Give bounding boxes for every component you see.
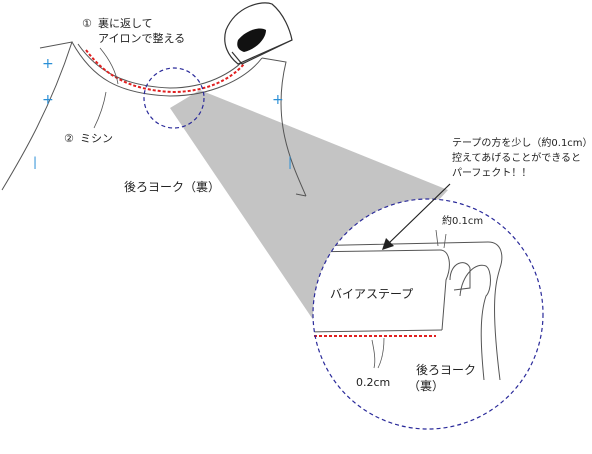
about-0.1cm-label: 約0.1cm: [442, 214, 483, 227]
zoom-projection: [170, 90, 448, 330]
garment-neckline-outer: [71, 41, 263, 97]
bias-tape-loop: [449, 262, 471, 291]
bias-tape-fold: [439, 249, 450, 331]
iron-icon: [224, 2, 293, 65]
detail-circle-large: [312, 198, 544, 430]
plus-mark: +: [272, 92, 284, 108]
plus-mark: +: [42, 56, 54, 72]
step2-label: ミシン: [80, 132, 113, 145]
bias-tape-inner: [459, 264, 491, 381]
step2-number: ②: [64, 132, 74, 145]
yoke-line: [313, 329, 443, 333]
plus-mark: +: [42, 92, 54, 108]
bias-tape-label: バイアステープ: [330, 287, 413, 301]
zoom-circle-fill: [313, 199, 543, 429]
back-yoke-zoom-label: 後ろヨーク: [416, 363, 476, 377]
back-yoke-garment: [1, 41, 307, 197]
note-line3: パーフェクト！！: [452, 167, 531, 179]
garment-left-edge: [1, 41, 73, 191]
dim-02-marks: [371, 337, 385, 369]
note-arrow: [382, 183, 451, 250]
step1-line2: アイロンで整える: [98, 31, 185, 45]
dim-0.2cm-label: 0.2cm: [356, 376, 390, 389]
bias-tape-outer: [313, 241, 503, 381]
leader-lines-top: [93, 47, 119, 129]
detail-circle-small: [143, 67, 205, 129]
garment-right-edge: [261, 57, 307, 197]
back-yoke-zoom-label-sub: （裏）: [408, 378, 444, 393]
note-line1: テープの方を少し（約0.1cm）: [452, 136, 592, 149]
zoom-detail: [313, 241, 503, 381]
minus-mark: |: [33, 155, 37, 169]
garment-neckline-inner: [77, 43, 249, 89]
dim-01-marks: [435, 229, 447, 249]
garment-right-hem: [295, 193, 307, 197]
minus-mark: |: [288, 155, 292, 169]
seam-marks: + + + | |: [33, 56, 292, 169]
note-line2: 控えてあげることができると: [452, 151, 581, 164]
step1-line1: 裏に返して: [98, 16, 153, 30]
stitch-line-top: [85, 49, 245, 94]
back-yoke-label-top: 後ろヨーク（裏）: [124, 179, 220, 194]
step1-number: ①: [82, 17, 92, 30]
